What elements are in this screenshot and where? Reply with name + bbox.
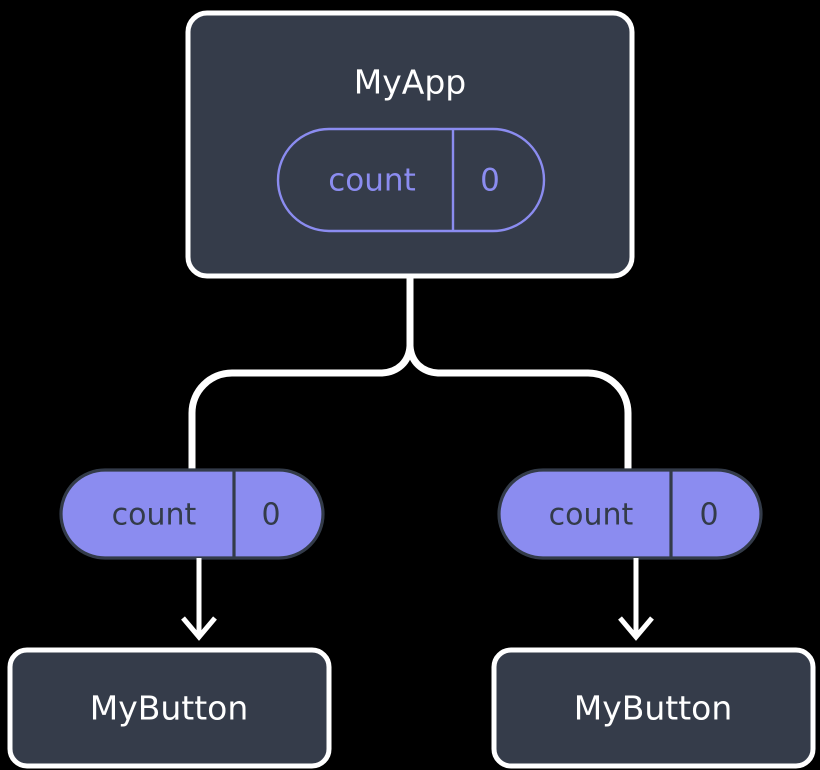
- state-pill-root-outline[interactable]: [276, 127, 546, 233]
- fork-branch-right: [406, 345, 632, 470]
- arrow-right-head: [618, 616, 654, 641]
- child-node-right[interactable]: MyButton: [491, 647, 816, 769]
- prop-pill-left-shape[interactable]: [59, 468, 325, 560]
- state-pill-root-key: count: [328, 163, 415, 199]
- child-node-right-label: MyButton: [574, 689, 733, 728]
- state-pill-root[interactable]: count 0: [276, 127, 546, 233]
- prop-pill-left-key: count: [112, 498, 197, 533]
- prop-pill-right-value: 0: [699, 498, 718, 533]
- fork-connector: [188, 277, 632, 470]
- root-node[interactable]: MyApp count 0: [185, 10, 635, 279]
- prop-pill-right[interactable]: count 0: [497, 468, 763, 560]
- arrow-right: [618, 558, 654, 641]
- arrow-left: [181, 558, 217, 641]
- state-pill-root-value: 0: [480, 163, 500, 199]
- root-node-box[interactable]: [185, 10, 635, 279]
- child-node-left-box[interactable]: [7, 647, 332, 769]
- root-node-label: MyApp: [354, 63, 466, 102]
- child-node-left-label: MyButton: [90, 689, 249, 728]
- prop-pill-right-shape[interactable]: [497, 468, 763, 560]
- child-node-left[interactable]: MyButton: [7, 647, 332, 769]
- prop-pill-left[interactable]: count 0: [59, 468, 325, 560]
- prop-pill-left-value: 0: [261, 498, 280, 533]
- arrow-left-head: [181, 616, 217, 641]
- prop-pill-right-key: count: [549, 498, 634, 533]
- fork-branch-left: [188, 345, 414, 470]
- child-node-right-box[interactable]: [491, 647, 816, 769]
